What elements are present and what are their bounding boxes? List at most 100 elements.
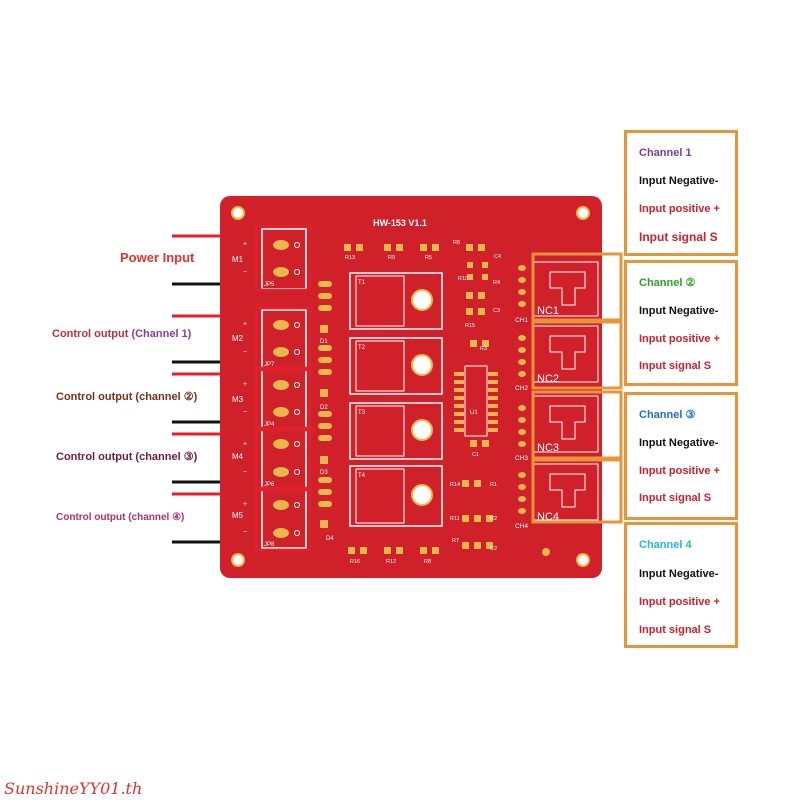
nc-label: NC2	[537, 373, 559, 385]
channel-1-text: (Channel 1)	[131, 328, 192, 340]
transistor-t4: T4	[349, 465, 443, 527]
component-label: R6	[453, 240, 460, 246]
channel-label-ch4: CH4	[515, 523, 528, 530]
nc-label: NC4	[537, 511, 559, 523]
smd-components	[462, 244, 493, 549]
control-output-channel-1-label: Control output (Channel 1)	[52, 328, 191, 340]
connector-highlights	[254, 224, 312, 552]
nc-label: NC3	[537, 442, 559, 454]
mounting-hole	[576, 206, 590, 220]
board-title: HW-153 V1.1	[373, 218, 427, 228]
top-resistors	[344, 244, 439, 251]
resistor-label: R13	[345, 255, 355, 261]
resistor-label: R9	[388, 255, 395, 261]
channel-title: Channel ②	[639, 277, 696, 289]
input-signal-label: Input signal S	[639, 492, 712, 504]
channel-4-box: Channel 4 Input Negative- Input positive…	[624, 522, 738, 648]
channel-label-ch2: CH2	[515, 385, 528, 392]
transistor-t2: T2	[349, 337, 443, 395]
diode-pads	[318, 281, 332, 528]
component-label: R1	[490, 482, 497, 488]
plus-mark: +	[243, 501, 247, 508]
ic-label: U1	[470, 410, 478, 416]
connector-label-m5: M5	[232, 511, 244, 520]
input-signal-label: Input signal S	[639, 230, 718, 244]
input-positive-label: Input positive +	[639, 596, 720, 608]
channel-pads	[518, 265, 526, 514]
input-signal-label: Input signal S	[639, 624, 712, 636]
diode-label: D4	[326, 536, 334, 542]
control-output-text: Control output	[52, 328, 129, 340]
pcb-board	[220, 196, 602, 578]
plus-mark: +	[243, 381, 247, 388]
transistor-t3: T3	[349, 402, 443, 460]
input-positive-label: Input positive +	[639, 203, 720, 215]
jp-label: JP5	[264, 282, 275, 288]
channel-3-box: Channel ③ Input Negative- Input positive…	[624, 392, 738, 520]
diode-label: D2	[320, 405, 328, 411]
connector-label-m2: M2	[232, 334, 244, 343]
channel-label-ch3: CH3	[515, 455, 528, 462]
component-label: C3	[493, 308, 500, 314]
input-negative-label: Input Negative-	[639, 437, 719, 449]
component-label: R14	[450, 482, 460, 488]
fiducial-mark	[542, 548, 550, 556]
component-label: C4	[494, 254, 501, 260]
nc-label: NC1	[537, 305, 559, 317]
connector-label-m1: M1	[232, 255, 244, 264]
minus-mark: −	[243, 409, 247, 416]
diode-label: D1	[320, 339, 328, 345]
channel-1-box: Channel 1 Input Negative- Input positive…	[624, 130, 738, 256]
component-label: C1	[472, 452, 479, 458]
control-output-channel-3-label: Control output (channel ③)	[56, 451, 198, 463]
input-positive-label: Input positive +	[639, 465, 720, 477]
ic-u1: U1	[454, 365, 498, 437]
component-label: R3	[480, 346, 487, 352]
resistor-label: R16	[350, 559, 360, 565]
component-label: R4	[493, 280, 500, 286]
power-input-text: Power Input	[120, 250, 195, 265]
resistor-label: R8	[424, 559, 431, 565]
channel-title: Channel 4	[639, 539, 692, 551]
transistor-label: T1	[358, 280, 366, 286]
control-output-channel-2-label: Control output (channel ②)	[56, 391, 198, 403]
input-negative-label: Input Negative-	[639, 568, 719, 580]
component-label: R15	[465, 323, 475, 329]
plus-mark: +	[243, 241, 247, 248]
resistor-label: R5	[425, 255, 432, 261]
minus-mark: −	[243, 529, 247, 536]
component-label: R11	[450, 516, 460, 522]
connector-label-m3: M3	[232, 395, 244, 404]
plus-mark: +	[243, 441, 247, 448]
connector-label-m4: M4	[232, 452, 244, 461]
minus-mark: −	[243, 469, 247, 476]
watermark: SunshineYY01.th	[4, 779, 143, 798]
input-positive-label: Input positive +	[639, 333, 720, 345]
jp-label: JP8	[264, 542, 275, 548]
plus-mark: +	[243, 321, 247, 328]
mounting-hole	[231, 553, 245, 567]
diode-label: D3	[320, 470, 328, 476]
power-input-label: Power Input	[120, 250, 194, 265]
jp-label: JP6	[264, 482, 275, 488]
jp-label: JP7	[264, 362, 275, 368]
control-output-channel-4-label: Control output (channel ④)	[56, 512, 185, 523]
nc-highlights	[531, 252, 623, 524]
transistor-label: T4	[358, 473, 366, 479]
channel-2-box: Channel ② Input Negative- Input positive…	[624, 260, 738, 386]
component-label: R10	[458, 276, 468, 282]
component-label: C2	[490, 546, 497, 552]
bottom-resistors	[348, 547, 439, 554]
mounting-hole	[576, 553, 590, 567]
input-negative-label: Input Negative-	[639, 175, 719, 187]
input-negative-label: Input Negative-	[639, 305, 719, 317]
minus-mark: −	[243, 269, 247, 276]
mounting-hole	[231, 206, 245, 220]
channel-title: Channel ③	[639, 409, 696, 421]
channel-label-ch1: CH1	[515, 317, 528, 324]
channel-title: Channel 1	[639, 147, 692, 159]
resistor-label: R12	[386, 559, 396, 565]
transistor-t1: T1	[349, 272, 443, 330]
component-label: R2	[490, 516, 497, 522]
input-signal-label: Input signal S	[639, 360, 712, 372]
